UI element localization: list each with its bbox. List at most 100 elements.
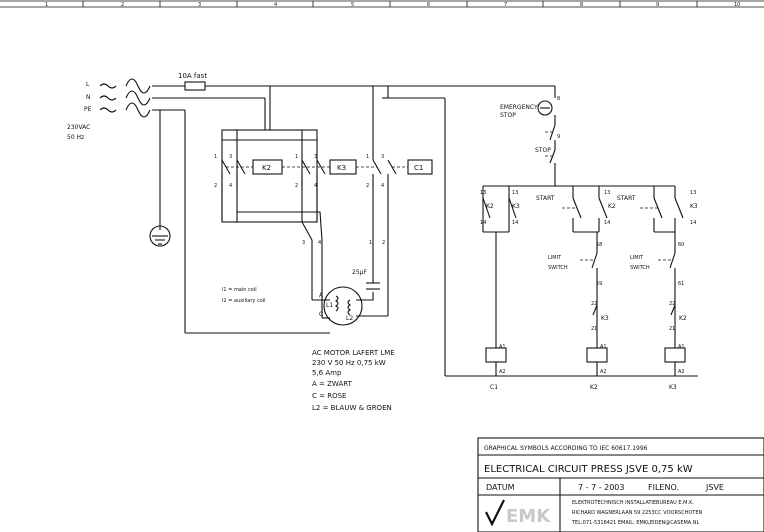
k3-start-14: 14 <box>690 220 696 226</box>
capacitor-symbol: 25μF <box>352 269 380 290</box>
company-contact: TEL:071-5318421 EMAIL: EMKLEIDEN@CASEMA.… <box>571 520 699 526</box>
motor-terminal-c: C <box>319 311 323 318</box>
pin-1-c: 1 <box>366 154 369 160</box>
ac-motor: A C L1 L2 <box>319 286 363 326</box>
contactor-k3: K3 <box>329 159 357 175</box>
k3-nc-21: 21 <box>591 326 597 332</box>
ruler-col-9: 9 <box>656 2 659 8</box>
ruler-col-3: 3 <box>198 2 201 8</box>
capacitor-label: 25μF <box>352 269 367 276</box>
term-60: 60 <box>678 242 684 248</box>
k2-start-13: 13 <box>604 190 610 196</box>
phase-n-label: N <box>86 94 91 101</box>
motor-wire-l2: L2 = BLAUW & GROEN <box>312 404 392 412</box>
pin-2-a: 2 <box>214 183 217 189</box>
coil-label-c1: C1 <box>490 384 498 391</box>
c1-a1: A1 <box>499 344 506 350</box>
pin-2-b: 2 <box>295 183 298 189</box>
start-holding-k3: K3 <box>690 203 698 210</box>
ruler-col-4: 4 <box>274 2 277 8</box>
motor-pin-1: 1 <box>369 240 372 246</box>
limit-switch-2-line2: SWITCH <box>630 265 650 271</box>
c1-coil-label: C1 <box>414 164 423 172</box>
aux-contact-k2: K2 <box>486 203 494 210</box>
coil-legend-aux: l2 = auxiliary coil <box>222 298 266 304</box>
symbols-note: GRAPHICAL SYMBOLS ACCORDING TO IEC 60617… <box>484 445 648 452</box>
emergency-label-2: STOP <box>500 112 516 119</box>
k3-coil-label: K3 <box>337 164 346 172</box>
pin-1-b: 1 <box>295 154 298 160</box>
term-8: 8 <box>557 96 560 102</box>
fileno-value: JSVE <box>705 483 724 492</box>
k2-nc-21: 21 <box>669 326 675 332</box>
start-label-k3: START <box>617 195 636 202</box>
interlock-k3: K3 <box>601 315 609 322</box>
control-wiring <box>388 86 698 377</box>
company-name: ELEKTROTECHNISCH INSTALLATIEBUREAU E.M.K… <box>572 500 694 506</box>
pin-4-c: 4 <box>381 183 384 189</box>
control-actuators <box>545 131 672 261</box>
supply-frequency: 50 Hz <box>67 134 84 141</box>
datum-label: DATUM <box>486 483 515 492</box>
k3-start-13: 13 <box>690 190 696 196</box>
power-wiring <box>152 85 555 334</box>
term-59: 59 <box>596 281 602 287</box>
checkmark-icon <box>485 499 505 527</box>
pin-2-c: 2 <box>366 183 369 189</box>
contact-pin-labels: 1 3 2 4 1 3 2 4 1 3 2 4 3 4 1 2 <box>214 154 385 246</box>
control-coils: C1 K2 K3 <box>485 347 686 391</box>
supply-inputs: L N PE 230VAC 50 Hz <box>67 78 151 141</box>
control-switches <box>482 124 684 316</box>
motor-pin-2: 2 <box>382 240 385 246</box>
emergency-label-1: EMERGENCY <box>500 104 538 111</box>
pin-3-c: 3 <box>381 154 384 160</box>
fuse-symbol: 10A fast <box>178 72 207 91</box>
k2-aux-14: 14 <box>480 220 486 226</box>
k3-nc-22: 22 <box>591 301 597 307</box>
pin-4-b: 4 <box>314 183 317 189</box>
k2-coil-label: K2 <box>262 164 271 172</box>
ground-icon <box>149 225 171 247</box>
motor-terminal-l2: L2 <box>346 315 353 322</box>
phase-l-label: L <box>86 81 90 88</box>
coil-label-k3: K3 <box>669 384 677 391</box>
term-58: 58 <box>596 242 602 248</box>
column-ruler: 1 2 3 4 5 6 7 8 9 10 <box>0 0 764 8</box>
pin-3-b: 3 <box>314 154 317 160</box>
drawing-title: ELECTRICAL CIRCUIT PRESS JSVE 0,75 kW <box>484 464 693 475</box>
motor-pin-3: 3 <box>302 240 305 246</box>
company-address: RICHARD WAGNERLAAN 59 2253CC VOORSCHOTEN <box>572 510 702 516</box>
limit-switch-1-line1: LIMIT <box>548 255 562 261</box>
coil-label-k2: K2 <box>590 384 598 391</box>
cable-symbol-icon <box>99 78 151 118</box>
main-contacts <box>221 159 397 240</box>
term-61: 61 <box>678 281 684 287</box>
pin-1-a: 1 <box>214 154 217 160</box>
emk-logo: EMK <box>506 506 551 527</box>
motor-wire-c: C = ROSE <box>312 392 346 400</box>
coil-legend-main: l1 = main coil <box>222 287 257 293</box>
ruler-col-6: 6 <box>427 2 430 8</box>
ruler-col-5: 5 <box>351 2 354 8</box>
start-holding-k2: K2 <box>608 203 616 210</box>
k2-nc-22: 22 <box>669 301 675 307</box>
motor-title: AC MOTOR LAFERT LME <box>312 349 395 357</box>
supply-voltage: 230VAC <box>67 124 90 131</box>
interlock-k2: K2 <box>679 315 687 322</box>
pin-4-a: 4 <box>229 183 232 189</box>
k2-a2: A2 <box>600 369 607 375</box>
limit-switch-1-line2: SWITCH <box>548 265 568 271</box>
ruler-col-7: 7 <box>504 2 507 8</box>
title-block: GRAPHICAL SYMBOLS ACCORDING TO IEC 60617… <box>477 437 764 532</box>
motor-terminal-l1: L1 <box>326 302 333 309</box>
control-terminal-labels: 8 9 13 14 13 14 13 14 13 14 58 59 60 61 … <box>480 96 696 375</box>
k2-start-14: 14 <box>604 220 610 226</box>
datum-value: 7 - 7 - 2003 <box>578 483 624 492</box>
motor-current: 5,6 Amp <box>312 369 342 377</box>
ruler-col-8: 8 <box>580 2 583 8</box>
ruler-col-10: 10 <box>734 2 740 8</box>
pin-3-a: 3 <box>229 154 232 160</box>
motor-wire-a: A = ZWART <box>312 380 353 388</box>
